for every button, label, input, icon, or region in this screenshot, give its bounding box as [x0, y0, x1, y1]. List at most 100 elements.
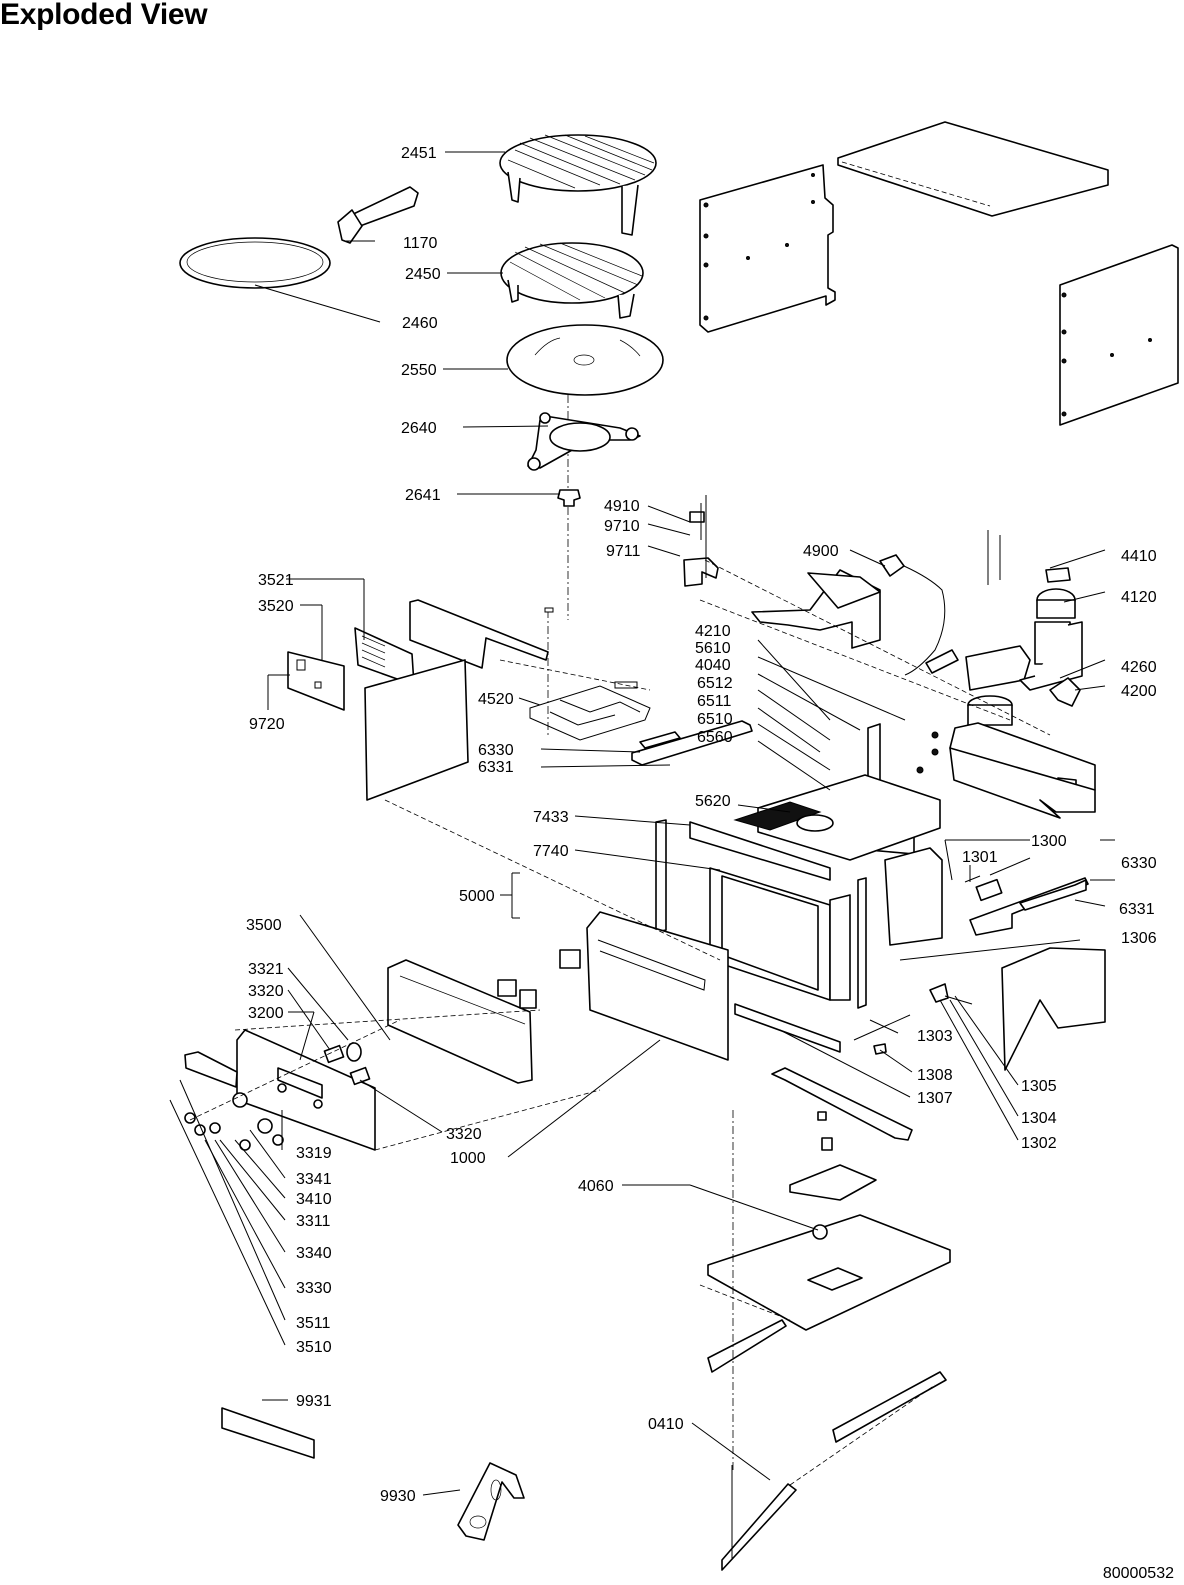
callout-9720: 9720 — [249, 716, 285, 733]
callout-3319: 3319 — [296, 1145, 332, 1162]
callout-1302: 1302 — [1021, 1135, 1057, 1152]
grill-rack-low — [500, 242, 644, 319]
callout-6512: 6512 — [697, 675, 733, 692]
latch-rod — [853, 983, 973, 1055]
callout-4210: 4210 — [695, 623, 731, 640]
callout-labels: 2451 1170 2450 2460 2550 2640 2641 4910 … — [246, 145, 1157, 1505]
callout-0410: 0410 — [648, 1416, 684, 1433]
callout-9711: 9711 — [606, 543, 641, 560]
microswitch-assembly — [964, 875, 1089, 936]
callout-4410: 4410 — [1121, 548, 1157, 565]
control-rail — [409, 599, 549, 669]
interlock-bracket — [683, 495, 719, 587]
callout-1300: 1300 — [1031, 833, 1067, 850]
callout-3320-top: 3320 — [248, 983, 284, 1000]
callout-4040: 4040 — [695, 657, 731, 674]
callout-1305: 1305 — [1021, 1078, 1057, 1095]
callout-2460: 2460 — [402, 315, 438, 332]
callout-6330-right: 6330 — [1121, 855, 1157, 872]
oven-cavity — [689, 774, 943, 1001]
roller-ring — [527, 412, 641, 471]
callout-3341: 3341 — [296, 1171, 332, 1188]
callout-3511: 3511 — [296, 1315, 331, 1332]
bottom-rail — [771, 1067, 913, 1141]
callout-3410: 3410 — [296, 1191, 332, 1208]
callout-6511: 6511 — [697, 693, 732, 710]
callout-2641: 2641 — [405, 487, 441, 504]
callout-3500: 3500 — [246, 917, 282, 934]
callout-3330: 3330 — [296, 1280, 332, 1297]
callout-4520: 4520 — [478, 691, 514, 708]
callout-9710: 9710 — [604, 518, 640, 535]
callout-6510: 6510 — [697, 711, 733, 728]
callout-1304: 1304 — [1021, 1110, 1057, 1127]
thermal-fuse — [1049, 677, 1081, 707]
callout-6330-top: 6330 — [478, 742, 514, 759]
callout-3510: 3510 — [296, 1339, 332, 1356]
air-guide-hood — [751, 569, 881, 649]
insulation-panel — [364, 659, 469, 801]
fan-motor — [965, 530, 1076, 726]
switch-housing — [387, 959, 533, 1084]
control-panel-front — [236, 1029, 376, 1151]
callout-1301: 1301 — [962, 849, 998, 866]
door-seal-strips — [655, 819, 867, 1009]
callout-5620: 5620 — [695, 793, 731, 810]
foot-rail — [707, 1319, 947, 1571]
top-cover-panel — [837, 121, 1109, 217]
callout-2451: 2451 — [401, 145, 437, 162]
callout-6560: 6560 — [697, 729, 733, 746]
rail-channel — [631, 720, 753, 766]
callout-1306: 1306 — [1121, 930, 1157, 947]
door-assembly — [586, 911, 841, 1061]
callout-4060: 4060 — [578, 1178, 614, 1195]
side-panel-left — [699, 164, 836, 333]
callout-1308: 1308 — [917, 1067, 953, 1084]
callout-1303: 1303 — [917, 1028, 953, 1045]
callout-3521: 3521 — [258, 572, 294, 589]
callout-9930: 9930 — [380, 1488, 416, 1505]
leader-lines — [169, 151, 1115, 1496]
control-pcb — [287, 651, 345, 711]
callout-3520: 3520 — [258, 598, 294, 615]
plate-stand — [457, 1462, 525, 1541]
hv-transformer — [1019, 621, 1083, 691]
callout-4910: 4910 — [604, 498, 640, 515]
turntable-glass — [506, 324, 664, 396]
callout-4260: 4260 — [1121, 659, 1157, 676]
control-bracket — [949, 722, 1096, 819]
callout-6331-right: 6331 — [1119, 901, 1155, 918]
assembly-lines — [189, 559, 1051, 1486]
callout-1170: 1170 — [403, 235, 438, 252]
callout-2640: 2640 — [401, 420, 437, 437]
document-number: 80000532 — [1102, 1565, 1174, 1582]
callout-3200: 3200 — [248, 1005, 284, 1022]
callout-3321: 3321 — [248, 961, 284, 978]
plate-handle — [337, 186, 419, 244]
callout-4120: 4120 — [1121, 589, 1157, 606]
base-plate — [707, 1111, 951, 1331]
callout-3320-bottom: 3320 — [446, 1126, 482, 1143]
power-cord — [879, 554, 959, 676]
side-insulation — [1001, 947, 1106, 1071]
callout-3340: 3340 — [296, 1245, 332, 1262]
label-strip — [221, 1407, 315, 1459]
callout-4900: 4900 — [803, 543, 839, 560]
page-title: Exploded View — [0, 0, 208, 31]
selector-knobs — [184, 1092, 284, 1151]
callout-4200: 4200 — [1121, 683, 1157, 700]
turntable-coupler — [557, 489, 581, 507]
callout-7433: 7433 — [533, 809, 569, 826]
callout-1000: 1000 — [450, 1150, 486, 1167]
callout-6331-top: 6331 — [478, 759, 514, 776]
callout-2450: 2450 — [405, 266, 441, 283]
callout-1307: 1307 — [917, 1090, 953, 1107]
callout-7740: 7740 — [533, 843, 569, 860]
callout-2550: 2550 — [401, 362, 437, 379]
display-window — [184, 1051, 238, 1088]
side-panel-right — [1059, 244, 1179, 426]
callout-5610: 5610 — [695, 640, 731, 657]
callout-5000: 5000 — [459, 888, 495, 905]
door-switches — [497, 949, 581, 1009]
